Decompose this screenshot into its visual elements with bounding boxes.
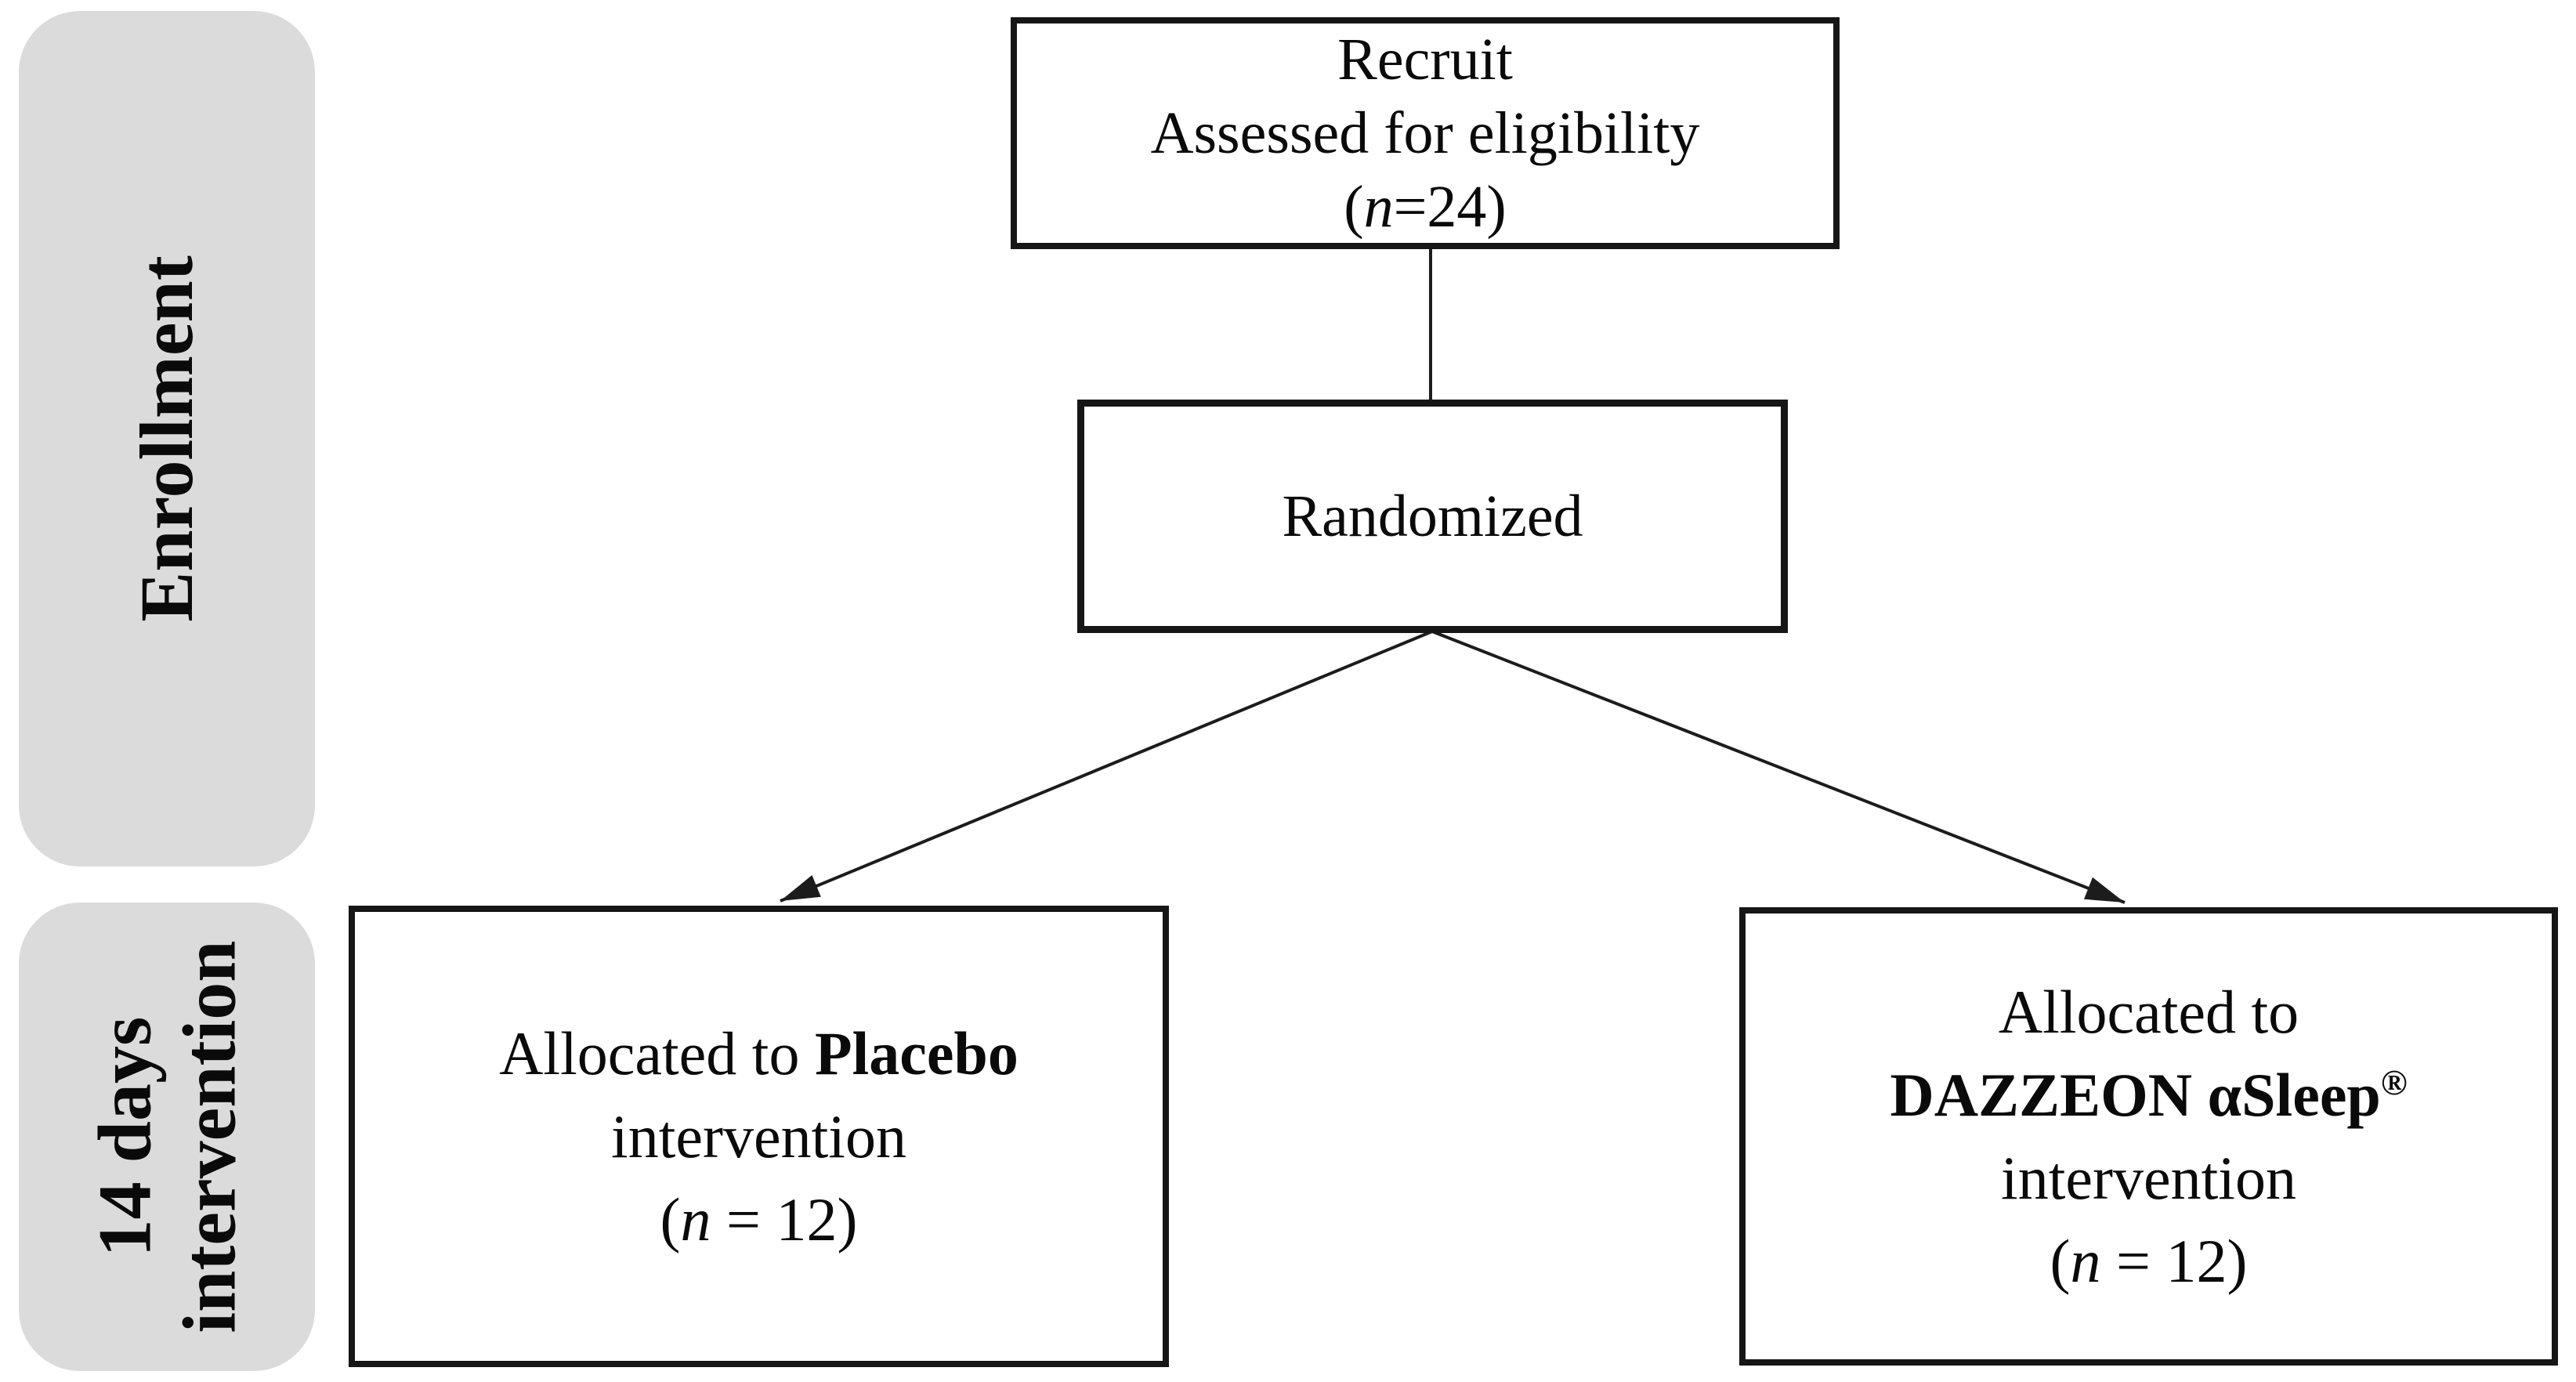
placebo-treatment-name: Placebo — [814, 1018, 1018, 1087]
placebo-n-open: ( — [660, 1185, 681, 1254]
registered-trademark-symbol: ® — [2380, 1062, 2408, 1102]
placebo-line1-prefix: Allocated to — [499, 1018, 815, 1087]
placebo-n-line: (n = 12) — [355, 1178, 1163, 1261]
recruit-n-line: (n=24) — [1017, 170, 1833, 244]
recruit-line1: Recruit — [1337, 27, 1513, 92]
dazzeon-line2: DAZZEON αSleep® — [1746, 1054, 2552, 1137]
connector-randomized-to-dazzeon — [1431, 630, 2126, 904]
stage-label-enrollment-text: Enrollment — [125, 255, 209, 622]
dazzeon-n-open: ( — [2050, 1226, 2071, 1295]
recruit-n-open: ( — [1344, 174, 1364, 240]
placebo-line2: intervention — [611, 1102, 906, 1170]
dazzeon-n-line: (n = 12) — [1746, 1220, 2552, 1303]
recruit-n-rest: =24) — [1393, 174, 1507, 240]
dazzeon-n-rest: = 12) — [2100, 1226, 2248, 1295]
stage-label-intervention-text: 14 days intervention — [82, 940, 251, 1333]
box-allocated-placebo: Allocated to Placebo intervention (n = 1… — [349, 906, 1169, 1367]
placebo-n-rest: = 12) — [711, 1185, 858, 1254]
stage-label-enrollment: Enrollment — [19, 11, 315, 866]
box-allocated-dazzeon: Allocated to DAZZEON αSleep® interventio… — [1739, 907, 2558, 1366]
stage-label-intervention-line1: 14 days — [82, 1016, 167, 1257]
dazzeon-n-symbol: n — [2070, 1226, 2101, 1295]
connector-randomized-to-placebo — [780, 630, 1433, 903]
recruit-n-symbol: n — [1363, 174, 1394, 240]
randomized-label: Randomized — [1282, 483, 1583, 549]
box-recruit: Recruit Assessed for eligibility (n=24) — [1011, 17, 1840, 249]
dazzeon-line3: intervention — [2001, 1143, 2296, 1212]
stage-label-intervention: 14 days intervention — [19, 903, 315, 1371]
placebo-n-symbol: n — [680, 1185, 711, 1254]
stage-label-intervention-line2: intervention — [167, 940, 251, 1333]
dazzeon-treatment-name: DAZZEON αSleep — [1890, 1060, 2381, 1129]
box-randomized: Randomized — [1077, 400, 1788, 633]
recruit-line2: Assessed for eligibility — [1150, 100, 1700, 166]
placebo-line1: Allocated to Placebo — [355, 1012, 1163, 1095]
dazzeon-line1: Allocated to — [1998, 977, 2299, 1046]
